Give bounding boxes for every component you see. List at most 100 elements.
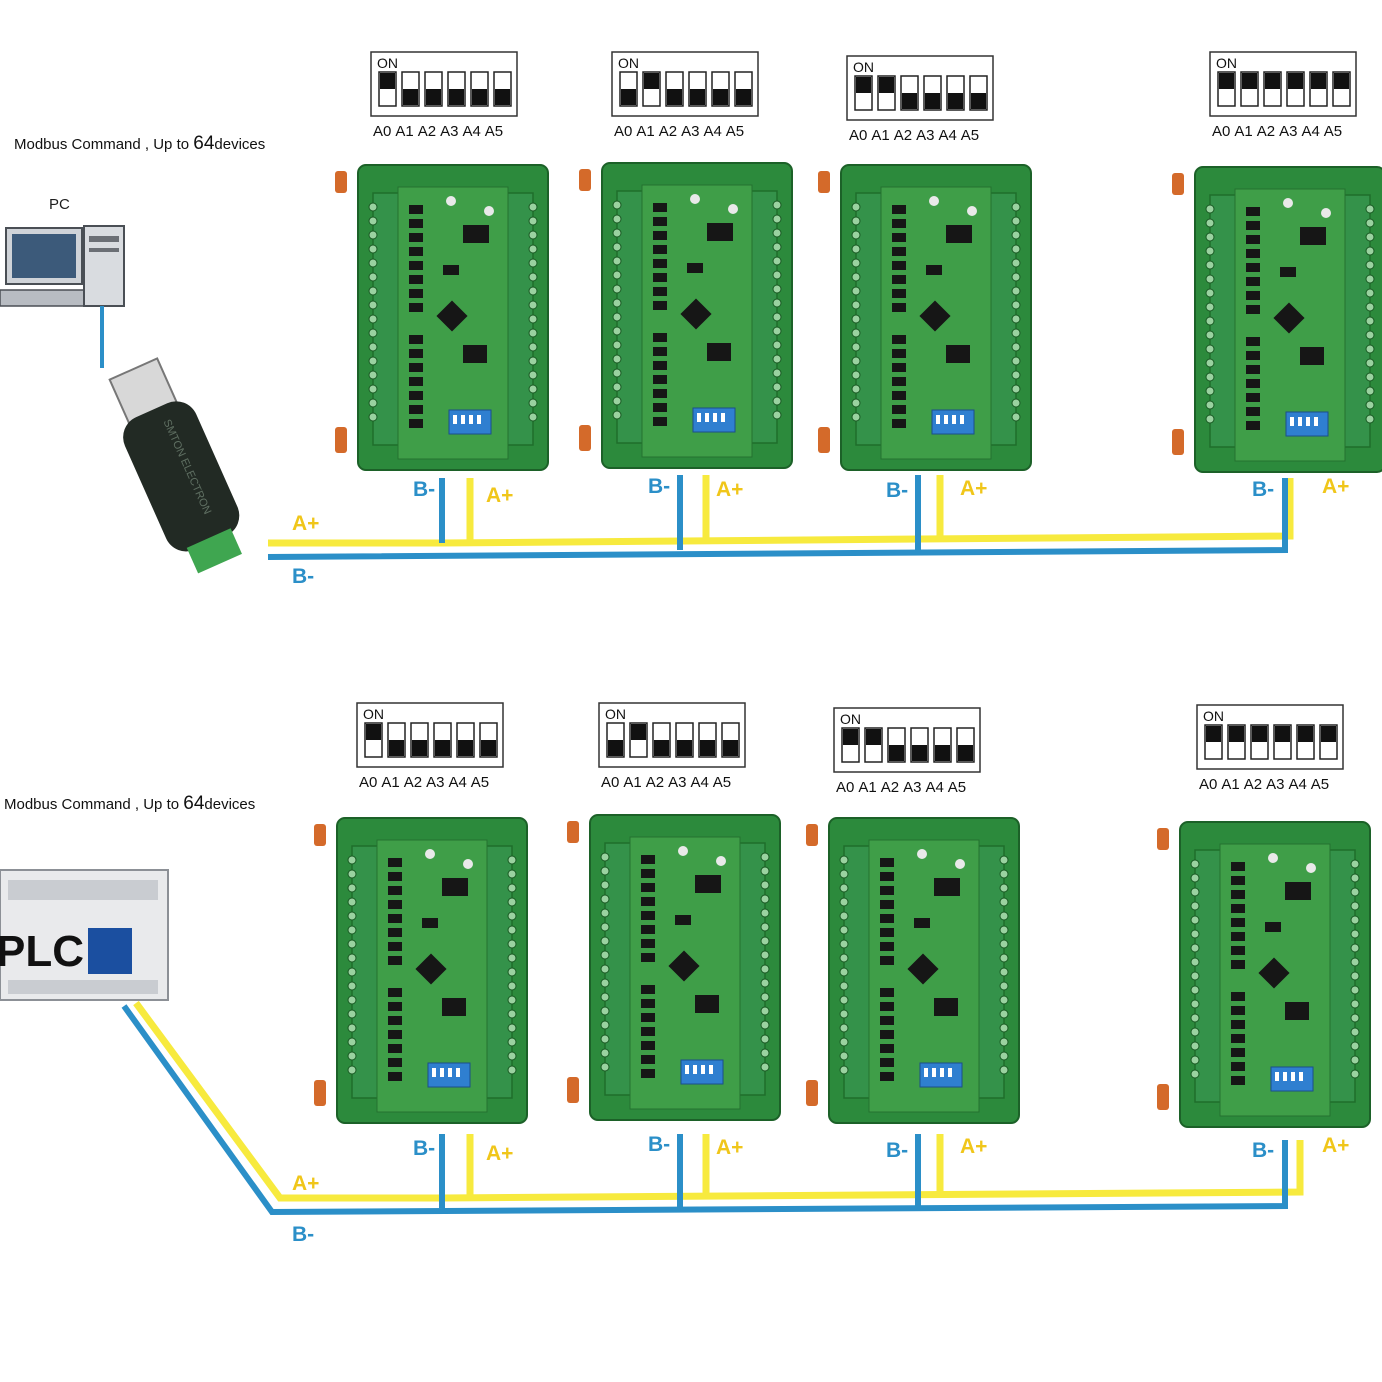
- dip-knob-off: [723, 740, 738, 756]
- dip-knob-off: [403, 89, 418, 105]
- dip-knob-on: [1288, 73, 1303, 89]
- dip-knob-on: [1298, 726, 1313, 742]
- dip-knob-on: [1252, 726, 1267, 742]
- svg-text:ON: ON: [840, 711, 861, 727]
- svg-text:B-: B-: [648, 1133, 670, 1156]
- io-board: [578, 162, 793, 469]
- io-board: [1156, 821, 1371, 1128]
- io-board: [566, 814, 781, 1121]
- svg-text:B-: B-: [886, 479, 908, 502]
- dip-knob-off: [971, 93, 986, 109]
- dip-knob-off: [677, 740, 692, 756]
- svg-text:A+: A+: [960, 477, 987, 500]
- usb-rs485-dongle: SMTON ELECTRON: [100, 306, 242, 574]
- svg-text:ON: ON: [618, 55, 639, 71]
- dip-knob-on: [1206, 726, 1221, 742]
- dip-knob-on: [1321, 726, 1336, 742]
- pc-label: PC: [49, 196, 70, 213]
- dip-knob-off: [902, 93, 917, 109]
- dip-knob-off: [412, 740, 427, 756]
- dip-knob-off: [654, 740, 669, 756]
- dip-switch-slots: [1204, 724, 1338, 760]
- dip-knob-on: [1229, 726, 1244, 742]
- pc-icon: PC: [0, 196, 125, 307]
- svg-text:ON: ON: [363, 706, 384, 722]
- dip-knob-off: [472, 89, 487, 105]
- dip-knob-off: [426, 89, 441, 105]
- dip-switch-slots: [854, 75, 988, 111]
- plc-b-label: B-: [292, 1223, 314, 1246]
- dip-knob-on: [644, 73, 659, 89]
- plc-bus-cables: A+ B-: [121, 1000, 1304, 1246]
- pc-section: Modbus Command , Up to 64devices PC SMTO…: [0, 51, 1382, 588]
- dip-knob-off: [481, 740, 496, 756]
- svg-text:B-: B-: [648, 475, 670, 498]
- io-board: [334, 164, 549, 471]
- io-board: [1171, 166, 1382, 473]
- dip-knob-on: [380, 73, 395, 89]
- dip-knob-off: [713, 89, 728, 105]
- dip-knob-off: [495, 89, 510, 105]
- svg-text:A+: A+: [716, 478, 743, 501]
- svg-text:ON: ON: [853, 59, 874, 75]
- dip-switch-slots: [364, 722, 498, 758]
- dip-knob-on: [366, 724, 381, 740]
- io-board: [313, 817, 528, 1124]
- svg-text:A+: A+: [960, 1135, 987, 1158]
- dip-knob-on: [1334, 73, 1349, 89]
- dip-knob-on: [1219, 73, 1234, 89]
- plc-section: Modbus Command , Up to 64devices PLC A+ …: [0, 702, 1371, 1246]
- pc-caption: Modbus Command , Up to 64devices: [14, 133, 265, 154]
- dip-switch-slots: [1217, 71, 1351, 107]
- svg-text:B-: B-: [1252, 478, 1274, 501]
- io-board: [805, 817, 1020, 1124]
- plc-a-label: A+: [292, 1172, 319, 1195]
- svg-text:ON: ON: [605, 706, 626, 722]
- dip-knob-off: [435, 740, 450, 756]
- pc-bus-cables: A+ B-: [267, 475, 1294, 588]
- plc-label: PLC: [0, 927, 84, 976]
- dip-knob-on: [1242, 73, 1257, 89]
- dip-knob-off: [458, 740, 473, 756]
- svg-text:ON: ON: [1203, 708, 1224, 724]
- dip-knob-off: [389, 740, 404, 756]
- dip-knob-on: [879, 77, 894, 93]
- dip-knob-off: [958, 745, 973, 761]
- dip-knob-on: [1275, 726, 1290, 742]
- dip-knob-off: [889, 745, 904, 761]
- dip-knob-on: [631, 724, 646, 740]
- dip-knob-off: [700, 740, 715, 756]
- io-board: [817, 164, 1032, 471]
- svg-text:ON: ON: [1216, 55, 1237, 71]
- dip-knob-off: [621, 89, 636, 105]
- pc-a-label: A+: [292, 512, 319, 535]
- dip-knob-off: [608, 740, 623, 756]
- svg-text:A+: A+: [716, 1136, 743, 1159]
- dip-knob-on: [866, 729, 881, 745]
- dip-switch-slots: [619, 71, 753, 107]
- pc-b-label: B-: [292, 565, 314, 588]
